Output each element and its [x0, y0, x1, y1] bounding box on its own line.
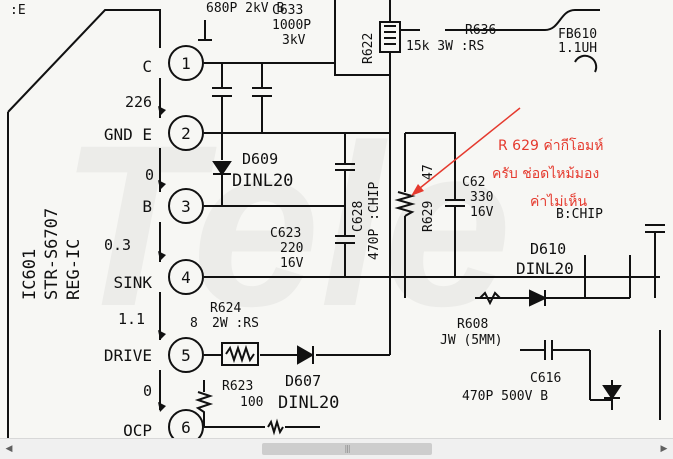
svg-text:2: 2 [181, 124, 191, 143]
svg-text:16V: 16V [280, 256, 304, 271]
annotation-arrow [411, 107, 521, 196]
wires [7, 0, 665, 438]
pin-5-label: DRIVE [104, 346, 152, 365]
svg-text:220: 220 [280, 241, 303, 256]
svg-text:6: 6 [181, 418, 191, 437]
svg-text:R636: R636 [465, 23, 496, 38]
svg-text:R623: R623 [222, 379, 253, 394]
svg-text:DINL20: DINL20 [278, 393, 339, 413]
svg-text:C623: C623 [270, 226, 301, 241]
watermark: Tele [60, 97, 512, 354]
svg-text:1.1UH: 1.1UH [558, 41, 597, 56]
svg-text:D609: D609 [242, 150, 278, 168]
svg-text:JW (5MM): JW (5MM) [440, 333, 503, 348]
svg-text:DINL20: DINL20 [232, 171, 293, 191]
pin-4-label: SINK [113, 273, 152, 292]
pin-5-voltage: 0 [143, 382, 152, 400]
svg-text:8: 8 [190, 316, 198, 331]
r622-label: R622 [361, 33, 376, 64]
component-labels: 680P 2kV B C633 1000P 3kV 15k 3W :RS R63… [190, 1, 603, 413]
annotation-line-2: ครับ ช่อดไหม้มอง [492, 165, 599, 182]
svg-text:C616: C616 [530, 371, 561, 386]
pin-1: 1 [168, 45, 204, 81]
ic-label: IC601 STR-S6707 REG-IC [20, 208, 84, 300]
pin-1-voltage: 226 [125, 93, 152, 111]
svg-text:STR-S6707: STR-S6707 [42, 208, 62, 300]
svg-text:5: 5 [181, 346, 191, 365]
c628-value: 470P :CHIP [367, 182, 382, 260]
schematic-canvas: Tele [0, 0, 673, 438]
scroll-right-icon[interactable]: ▶ [660, 444, 668, 454]
pin-4: 4 [168, 259, 204, 295]
pin-6-label: OCP [123, 421, 152, 438]
top-left-fragment: :E [10, 3, 26, 18]
svg-text:470P 500V B: 470P 500V B [462, 389, 548, 404]
svg-text:330: 330 [470, 190, 493, 205]
svg-text:680P 2kV B: 680P 2kV B [206, 1, 284, 16]
svg-text:REG-IC: REG-IC [64, 239, 84, 300]
annotation-note: R 629 ค่ากีโอมห์ ครับ ช่อดไหม้มอง ค่าไม่… [492, 137, 603, 210]
horizontal-scrollbar[interactable]: ◀ ||| ▶ [0, 438, 673, 459]
svg-text:2W :RS: 2W :RS [212, 316, 259, 331]
pin-5: 5 [168, 337, 204, 373]
svg-text:1000P: 1000P [272, 18, 311, 33]
svg-text:3kV: 3kV [282, 33, 306, 48]
pin-2-label: GND E [104, 125, 152, 144]
r629-value: 47 [421, 164, 436, 180]
svg-text:DINL20: DINL20 [516, 259, 574, 278]
annotation-line-1: R 629 ค่ากีโอมห์ [498, 137, 603, 154]
svg-text:15k 3W :RS: 15k 3W :RS [406, 39, 484, 54]
svg-text:1: 1 [181, 54, 191, 73]
svg-text:R624: R624 [210, 301, 241, 316]
c628-label: C628 [351, 201, 366, 232]
svg-text:4: 4 [181, 268, 191, 287]
svg-text:C633: C633 [272, 3, 303, 18]
svg-text:C62: C62 [462, 175, 485, 190]
svg-text:3: 3 [181, 197, 191, 216]
r629-label: R629 [421, 201, 436, 232]
scroll-thumb[interactable]: ||| [262, 443, 432, 455]
pin-3-label: B [142, 197, 152, 216]
pin-4-voltage: 1.1 [118, 310, 145, 328]
svg-text:16V: 16V [470, 205, 494, 220]
pin-6: 6 [168, 409, 204, 438]
svg-text:D610: D610 [530, 240, 566, 258]
svg-text:B:CHIP: B:CHIP [556, 207, 603, 222]
svg-text:100: 100 [240, 395, 263, 410]
pin-voltages: 226 0 0.3 1.1 0 [104, 93, 154, 400]
svg-text:FB610: FB610 [558, 27, 597, 42]
pin-1-label: C [142, 57, 152, 76]
pin-2: 2 [168, 115, 204, 151]
scroll-left-icon[interactable]: ◀ [5, 444, 13, 454]
svg-text:D607: D607 [285, 372, 321, 390]
pin-3-voltage: 0.3 [104, 236, 131, 254]
svg-text:R608: R608 [457, 317, 488, 332]
pin-3: 3 [168, 188, 204, 224]
pin-labels: C GND E B SINK DRIVE OCP [104, 57, 153, 438]
scroll-grip: ||| [344, 444, 350, 453]
annotation-line-3: ค่าไม่เห็น [530, 192, 588, 210]
svg-text:IC601: IC601 [20, 249, 40, 300]
pin-2-voltage: 0 [145, 166, 154, 184]
